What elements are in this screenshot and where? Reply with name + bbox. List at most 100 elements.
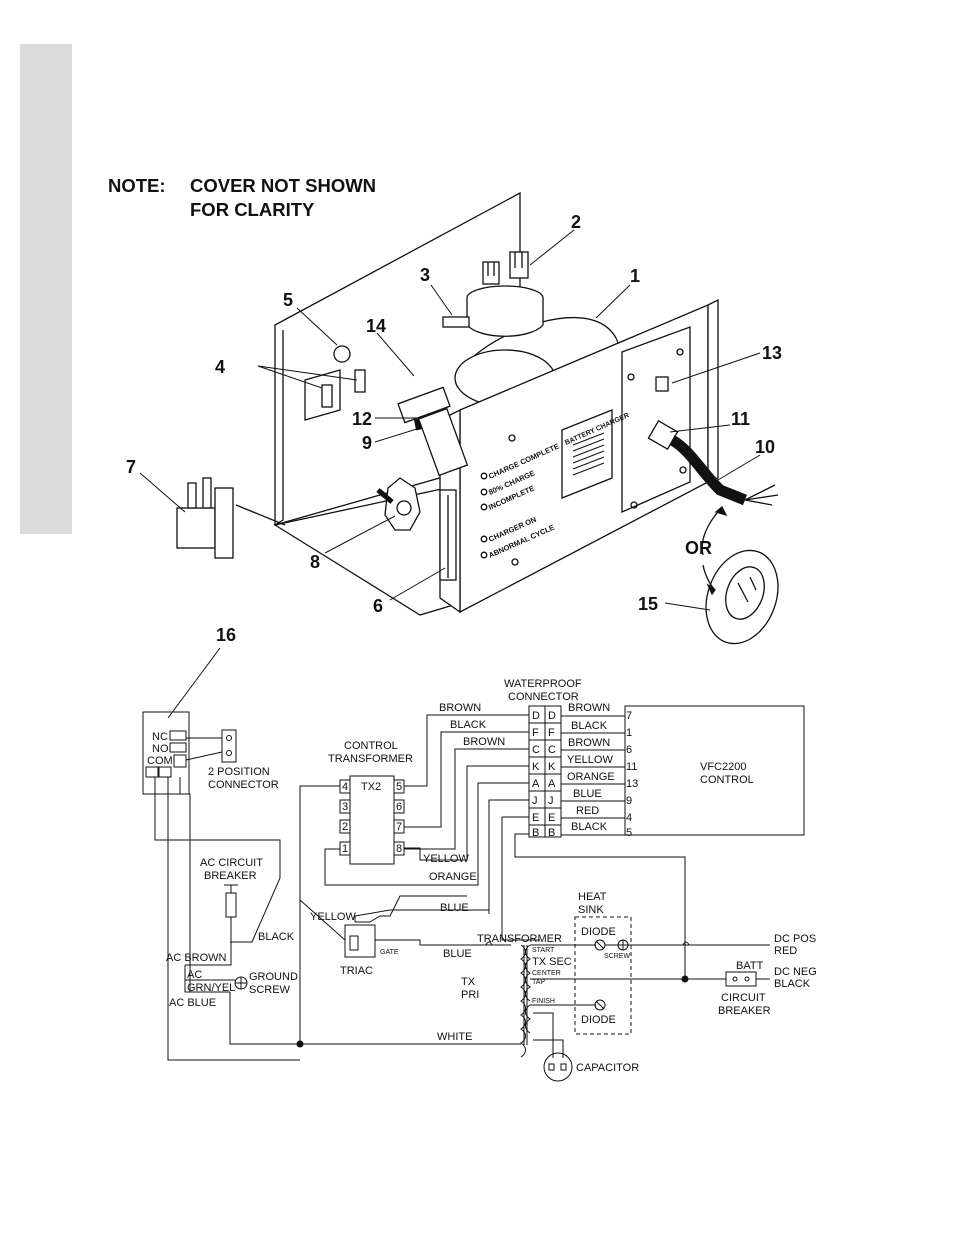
callout-15: 15 (638, 594, 658, 614)
conn-color-red: RED (576, 805, 599, 817)
waterproof-label-2: CONNECTOR (508, 691, 579, 703)
label-capacitor: CAPACITOR (576, 1062, 639, 1074)
battery-charger-badge (561, 409, 613, 499)
label-dc-pos-red: RED (774, 945, 797, 957)
label-finish: FINISH (532, 998, 555, 1005)
conn-num-11: 11 (626, 761, 637, 773)
page-side-tab (20, 44, 72, 534)
conn-pin-right-B: B (548, 827, 555, 839)
callout-6: 6 (373, 596, 383, 616)
diode-8 (384, 477, 421, 531)
conn-color-yellow: YELLOW (567, 754, 613, 766)
ac-breaker-label-2: BREAKER (204, 870, 257, 882)
label-circuit: CIRCUIT (721, 992, 766, 1004)
control-transformer-label-2: TRANSFORMER (328, 753, 413, 765)
conn-pin-right-K: K (548, 761, 556, 773)
label-ac-brown: AC BROWN (166, 952, 227, 964)
label-dc-neg-black: BLACK (774, 978, 811, 990)
label-yellow-triac: YELLOW (310, 911, 356, 923)
label-black: BLACK (258, 931, 295, 943)
tx2-pin-2: 2 (342, 821, 348, 833)
conn-pin-left-J: J (532, 795, 538, 807)
callout-4: 4 (215, 357, 225, 377)
conn-pin-right-J: J (548, 795, 554, 807)
label-white: WHITE (437, 1031, 472, 1043)
conn-pin-right-C: C (548, 744, 556, 756)
label-yellow-tx: YELLOW (423, 853, 469, 865)
callout-16: 16 (216, 625, 236, 645)
label-ground-1: GROUND (249, 971, 298, 983)
note-label: NOTE: (108, 175, 166, 196)
label-orange: ORANGE (429, 871, 477, 883)
label-grn-yel: GRN/YEL (187, 982, 235, 994)
conn-pin-left-K: K (532, 761, 540, 773)
conn-pin-right-E: E (548, 812, 555, 824)
control-transformer-9 (397, 386, 451, 424)
label-tap: TAP (532, 979, 545, 986)
callout-5: 5 (283, 290, 293, 310)
left-wire-brown-2: BROWN (463, 736, 505, 748)
conn-pin-left-F: F (532, 727, 539, 739)
label-diode-top: DIODE (581, 926, 616, 938)
label-start: START (532, 947, 555, 954)
two-position-label-1: 2 POSITION (208, 766, 270, 778)
conn-color-blue: BLUE (573, 788, 602, 800)
conn-color-orange: ORANGE (567, 771, 615, 783)
callout-9: 9 (362, 433, 372, 453)
wiring-schematic (142, 705, 805, 1082)
switch-13 (655, 376, 669, 392)
schematic-labels: WATERPROOF CONNECTOR CONTROL TRANSFORMER… (147, 678, 817, 1074)
conn-pin-left-B: B (532, 827, 539, 839)
label-tx-sec: TX SEC (532, 956, 572, 968)
callout-13: 13 (762, 343, 782, 363)
power-cord (669, 435, 748, 506)
label-screw: SCREW (604, 953, 630, 960)
label-tx-pri-1: TX (461, 976, 476, 988)
left-wire-brown-1: BROWN (439, 702, 481, 714)
control-label-1: VFC2200 (700, 761, 746, 773)
two-position-label-2: CONNECTOR (208, 779, 279, 791)
dc-circuit-breaker (725, 971, 757, 987)
conn-color-brown-1: BROWN (568, 702, 610, 714)
conn-color-brown-2: BROWN (568, 737, 610, 749)
label-blue-low: BLUE (443, 948, 472, 960)
tx2-pin-8: 8 (396, 843, 402, 855)
control-transformer-label-1: CONTROL (344, 740, 398, 752)
heat-sink-box (574, 916, 632, 1035)
conn-pin-left-E: E (532, 812, 539, 824)
conn-pin-left-C: C (532, 744, 540, 756)
control-subpanel (621, 326, 691, 513)
triac (344, 924, 376, 958)
terminal-block-7 (176, 477, 234, 559)
label-sink: SINK (578, 904, 604, 916)
exploded-view (176, 191, 779, 645)
label-gate: GATE (380, 949, 399, 956)
callout-11: 11 (731, 409, 750, 429)
callout-3: 3 (420, 265, 430, 285)
conn-num-5: 5 (626, 827, 632, 839)
conn-color-black-2: BLACK (571, 821, 608, 833)
left-wire-black: BLACK (450, 719, 487, 731)
receptacle-15 (705, 549, 779, 645)
label-ac: AC (187, 969, 202, 981)
callout-leaders (139, 229, 761, 719)
tx2-label: TX2 (361, 781, 381, 793)
two-position-connector (221, 729, 237, 763)
relay-no: NO (152, 743, 169, 755)
conn-color-black-1: BLACK (571, 720, 608, 732)
vfc2200-control-box (624, 705, 805, 836)
capacitor (543, 1052, 573, 1082)
callout-7: 7 (126, 457, 136, 477)
conn-pin-left-D: D (532, 710, 540, 722)
tx2-pin-7: 7 (396, 821, 402, 833)
ac-circuit-breaker (225, 892, 237, 918)
tx2-pin-4: 4 (342, 781, 348, 793)
label-ground-2: SCREW (249, 984, 291, 996)
label-tx-pri-2: PRI (461, 989, 479, 1001)
label-heat: HEAT (578, 891, 607, 903)
label-transformer: TRANSFORMER (477, 933, 562, 945)
note-block: NOTE:COVER NOT SHOWN FOR CLARITY (108, 174, 376, 222)
conn-pin-right-A: A (548, 778, 556, 790)
label-diode-bottom: DIODE (581, 1014, 616, 1026)
